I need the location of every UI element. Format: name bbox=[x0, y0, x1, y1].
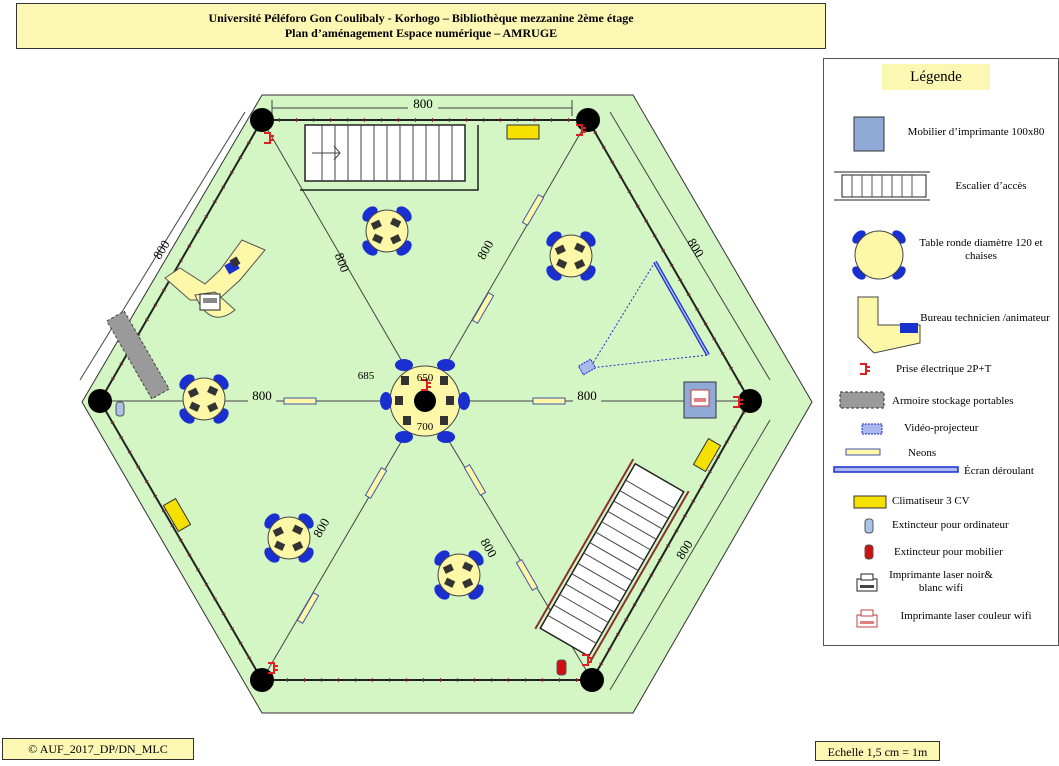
central-table bbox=[380, 359, 470, 443]
screen-icon bbox=[833, 466, 959, 473]
extinguishers bbox=[115, 401, 567, 676]
fire-extinguisher-computer-icon bbox=[864, 518, 874, 534]
legend-printer-color: Imprimante laser couleur wifi bbox=[900, 610, 1032, 622]
fire-extinguisher-furniture-icon bbox=[864, 544, 874, 560]
legend-screen: Écran déroulant bbox=[964, 465, 1034, 477]
neon-icon bbox=[845, 448, 881, 456]
dim-right-axis: 800 bbox=[577, 388, 597, 403]
desk-icon bbox=[857, 296, 921, 354]
dim-top: 800 bbox=[413, 96, 433, 111]
legend-desk: Bureau technicien /animateur bbox=[920, 312, 1050, 324]
printer-color-icon bbox=[856, 609, 878, 628]
legend-panel: Légende Mobilier d’imprimante 100x80 Esc… bbox=[823, 58, 1059, 646]
legend-cabinet: Armoire stockage portables bbox=[892, 395, 1014, 407]
stairs-bottom bbox=[534, 458, 690, 662]
title-line-2: Plan d’aménagement Espace numérique – AM… bbox=[284, 26, 558, 40]
dim-left-axis: 800 bbox=[252, 388, 272, 403]
legend-ext-computer: Extincteur pour ordinateur bbox=[892, 519, 1009, 531]
legend-ac: Climatiseur 3 CV bbox=[892, 495, 970, 507]
color-printer-station bbox=[683, 381, 717, 419]
ac-icon bbox=[853, 495, 887, 509]
legend-neons: Neons bbox=[908, 447, 937, 459]
copyright-label: © AUF_2017_DP/DN_MLC bbox=[2, 738, 194, 760]
stairs-top bbox=[300, 124, 479, 191]
dim-700: 700 bbox=[417, 421, 434, 433]
legend-stairs: Escalier d’accès bbox=[955, 180, 1027, 192]
cabinet-icon bbox=[839, 391, 885, 409]
dimension-lines bbox=[79, 100, 771, 691]
legend-printer-furniture: Mobilier d’imprimante 100x80 bbox=[907, 126, 1045, 138]
legend-projector: Vidéo-projecteur bbox=[904, 422, 979, 434]
printer-bw-icon bbox=[856, 573, 878, 592]
legend-printer-bw: Imprimante laser noir& blanc wifi bbox=[889, 569, 993, 594]
round-table-icon bbox=[852, 230, 906, 280]
plan-title: Université Péléforo Gon Coulibaly - Korh… bbox=[16, 3, 826, 49]
technician-desk bbox=[164, 239, 266, 318]
floor-plan: 800 800 800 800 800 800 800 800 800 800 … bbox=[79, 94, 813, 714]
legend-round-table: Table ronde diamètre 120 et chaises bbox=[919, 237, 1043, 262]
dim-685: 685 bbox=[358, 370, 375, 382]
title-line-1: Université Péléforo Gon Coulibaly - Korh… bbox=[208, 11, 634, 25]
projector-icon bbox=[861, 423, 883, 435]
dim-650: 650 bbox=[417, 372, 434, 384]
legend-title: Légende bbox=[882, 64, 990, 90]
outlet-icon bbox=[860, 363, 870, 375]
legend-outlet: Prise électrique 2P+T bbox=[896, 363, 992, 375]
air-conditioners bbox=[162, 124, 722, 533]
scale-label: Echelle 1,5 cm = 1m bbox=[815, 741, 940, 761]
stairs-icon bbox=[834, 171, 930, 201]
legend-ext-furniture: Extincteur pour mobilier bbox=[894, 546, 1003, 558]
projection bbox=[577, 261, 710, 376]
printer-furniture-icon bbox=[853, 116, 885, 152]
dim-diag-upper-left: 800 bbox=[332, 251, 353, 274]
storage-cabinet bbox=[106, 310, 170, 400]
